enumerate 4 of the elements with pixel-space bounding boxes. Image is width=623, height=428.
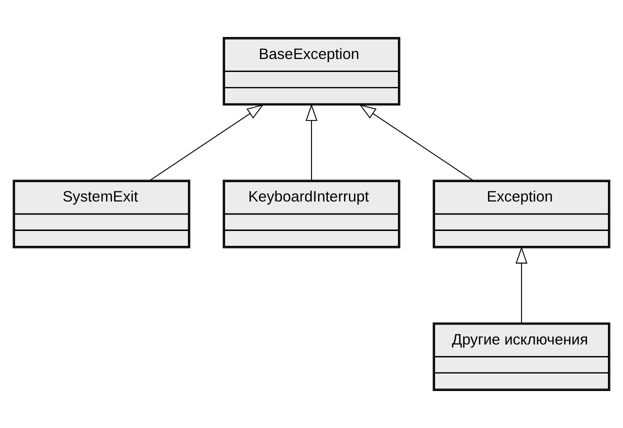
arrow — [150, 104, 264, 181]
arrow — [516, 246, 528, 324]
arrow — [306, 104, 318, 181]
arrow — [359, 104, 474, 181]
